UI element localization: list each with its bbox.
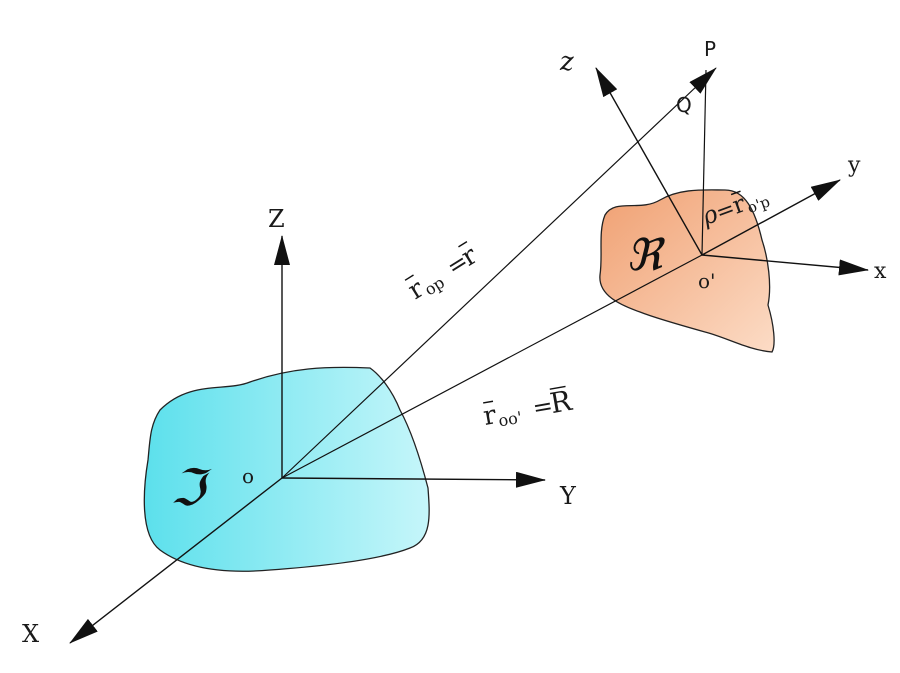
point-Q-label: Q <box>676 93 692 117</box>
moving-origin-label: o' <box>698 269 716 293</box>
axis-z-label: z <box>559 47 574 77</box>
svg-text:oo': oo' <box>497 408 524 431</box>
point-P-label: P <box>704 37 716 61</box>
axis-y-label: y <box>847 153 861 178</box>
axis-Y-line <box>281 471 546 488</box>
vector-r-oo-label: r oo' = R <box>481 384 575 432</box>
svg-text:=: = <box>530 391 555 422</box>
vector-r-op-label: r op = r <box>403 240 483 306</box>
vector-rho-line <box>701 69 707 256</box>
vector-r-oo-line <box>281 254 703 479</box>
axis-x-line <box>701 254 869 276</box>
moving-frame-symbol: ℜ <box>626 230 666 281</box>
svg-text:o'p: o'p <box>745 192 773 217</box>
inertial-origin-label: o <box>242 464 254 488</box>
svg-text:R: R <box>547 384 574 420</box>
inertial-body <box>143 366 430 572</box>
axis-x-label: x <box>874 259 887 284</box>
axis-y-line <box>701 179 841 256</box>
axis-z-line <box>595 67 703 256</box>
vector-r-op-line <box>281 67 717 479</box>
axis-Z-label: Z <box>268 205 285 233</box>
svg-text:r: r <box>481 400 499 432</box>
axis-X-label: X <box>22 620 39 648</box>
axis-X-line <box>69 477 283 644</box>
axis-Y-label: Y <box>559 482 577 510</box>
